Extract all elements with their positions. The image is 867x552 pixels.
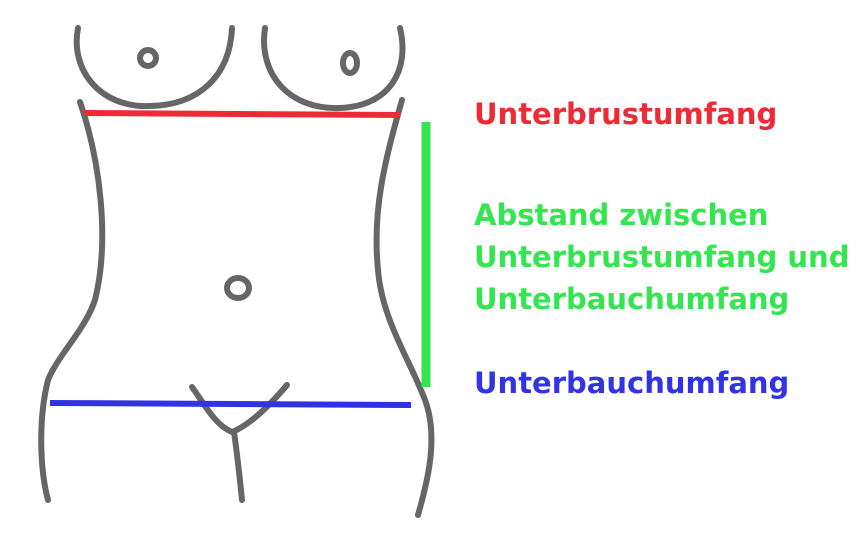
lower-belly-line — [49, 400, 412, 408]
crotch-line — [189, 382, 290, 436]
lower-belly-label: Unterbauchumfang — [474, 366, 789, 400]
left-nipple — [137, 47, 159, 69]
distance-label-line-1: Abstand zwischen — [474, 198, 768, 232]
right-breast — [261, 25, 406, 112]
underbust-label: Unterbrustumfang — [474, 97, 777, 131]
underbust-line — [83, 110, 401, 118]
left-side — [38, 99, 106, 503]
distance-label-line-3: Unterbauchumfang — [474, 282, 789, 316]
navel — [224, 275, 252, 301]
distance-label-line-2: Unterbrustumfang und — [474, 240, 849, 274]
left-breast — [73, 25, 235, 110]
torso-outline — [38, 25, 435, 518]
right-nipple — [340, 50, 360, 76]
right-side — [373, 97, 435, 518]
inner-leg — [231, 429, 245, 503]
